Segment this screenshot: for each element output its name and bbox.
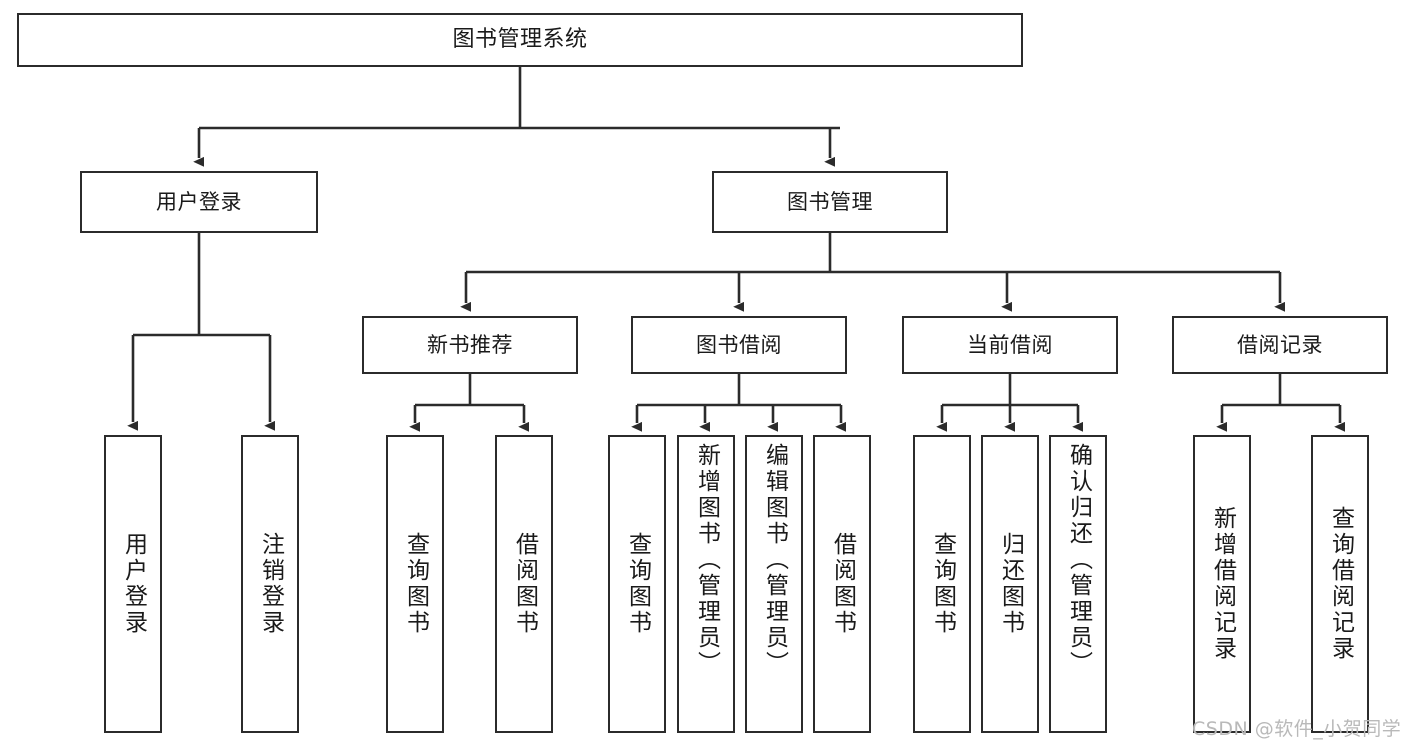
- node-leaf-confirm-return[interactable]: 确认归还（管理员）: [1049, 435, 1107, 733]
- node-book-manage[interactable]: 图书管理: [712, 171, 948, 233]
- node-leaf-confirm-return-label: 确认归还（管理员）: [1065, 443, 1092, 677]
- connector-group-book-borrow: [631, 374, 847, 432]
- connector-group-borrow-record: [1216, 374, 1346, 432]
- node-leaf-add-book[interactable]: 新增图书（管理员）: [677, 435, 735, 733]
- node-leaf-user-login[interactable]: 用户登录: [104, 435, 162, 733]
- node-user-login[interactable]: 用户登录: [80, 171, 318, 233]
- node-leaf-add-record[interactable]: 新增借阅记录: [1193, 435, 1251, 733]
- node-leaf-edit-book-label: 编辑图书（管理员）: [761, 443, 788, 677]
- node-leaf-add-record-label: 新增借阅记录: [1209, 506, 1236, 662]
- connector-group-book-manage: [460, 233, 1286, 312]
- node-leaf-query-book-2[interactable]: 查询图书: [608, 435, 666, 733]
- node-leaf-user-login-label: 用户登录: [120, 532, 147, 636]
- node-leaf-add-book-label: 新增图书（管理员）: [693, 443, 720, 677]
- node-leaf-return-book-label: 归还图书: [997, 532, 1024, 636]
- node-leaf-return-book[interactable]: 归还图书: [981, 435, 1039, 733]
- node-new-book-recommend[interactable]: 新书推荐: [362, 316, 578, 374]
- node-new-book-recommend-label: 新书推荐: [427, 332, 513, 357]
- node-book-borrow[interactable]: 图书借阅: [631, 316, 847, 374]
- connector-group-root: [193, 67, 840, 167]
- node-leaf-query-book-1[interactable]: 查询图书: [386, 435, 444, 733]
- node-current-borrow[interactable]: 当前借阅: [902, 316, 1118, 374]
- node-book-manage-label: 图书管理: [787, 189, 873, 214]
- node-current-borrow-label: 当前借阅: [967, 332, 1053, 357]
- node-leaf-edit-book[interactable]: 编辑图书（管理员）: [745, 435, 803, 733]
- node-leaf-query-record[interactable]: 查询借阅记录: [1311, 435, 1369, 733]
- node-borrow-record-label: 借阅记录: [1237, 332, 1323, 357]
- node-leaf-logout-label: 注销登录: [257, 532, 284, 636]
- connector-group-new-book-recommend: [409, 374, 530, 432]
- node-book-borrow-label: 图书借阅: [696, 332, 782, 357]
- node-leaf-query-book-2-label: 查询图书: [624, 532, 651, 636]
- node-leaf-borrow-book-2-label: 借阅图书: [829, 532, 856, 636]
- node-leaf-query-book-3[interactable]: 查询图书: [913, 435, 971, 733]
- node-leaf-borrow-book-1-label: 借阅图书: [511, 532, 538, 636]
- node-leaf-logout[interactable]: 注销登录: [241, 435, 299, 733]
- node-root-label: 图书管理系统: [452, 27, 588, 53]
- node-leaf-query-book-1-label: 查询图书: [402, 532, 429, 636]
- connector-group-current-borrow: [936, 374, 1084, 432]
- node-leaf-borrow-book-1[interactable]: 借阅图书: [495, 435, 553, 733]
- node-leaf-query-record-label: 查询借阅记录: [1327, 506, 1354, 662]
- connector-group-user-login: [127, 233, 276, 431]
- node-leaf-query-book-3-label: 查询图书: [929, 532, 956, 636]
- node-borrow-record[interactable]: 借阅记录: [1172, 316, 1388, 374]
- node-root[interactable]: 图书管理系统: [17, 13, 1023, 67]
- node-user-login-label: 用户登录: [156, 189, 242, 214]
- node-leaf-borrow-book-2[interactable]: 借阅图书: [813, 435, 871, 733]
